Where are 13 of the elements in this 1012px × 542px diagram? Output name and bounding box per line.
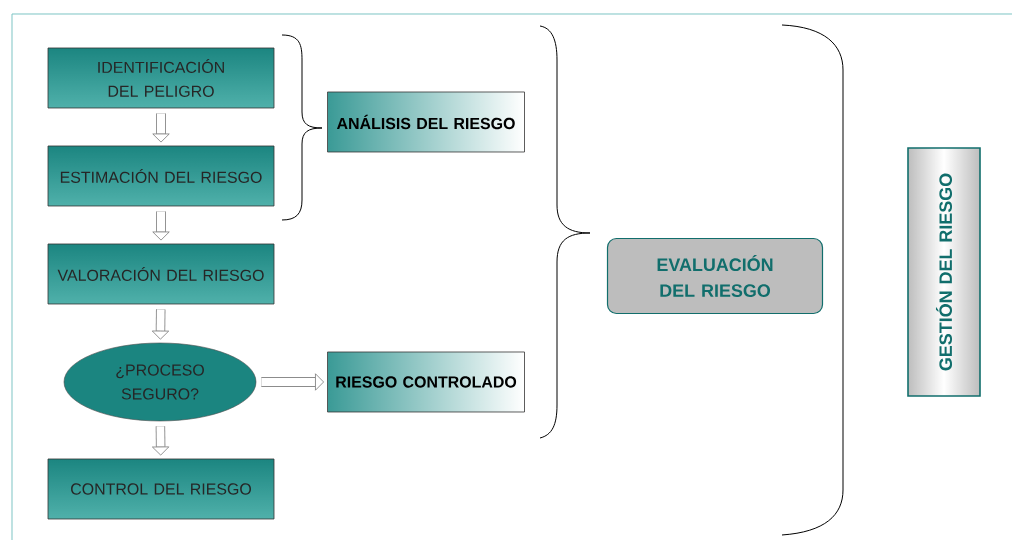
vertical-box: GESTIÓN DEL RIESGO (907, 147, 981, 397)
block-arrow (152, 426, 170, 456)
process-box: IDENTIFICACIÓN DEL PELIGRO (47, 47, 275, 109)
block-arrow (151, 309, 170, 340)
process-box: ESTIMACIÓN DEL RIESGO (47, 145, 275, 207)
block-arrow (261, 373, 324, 391)
process-box: VALORACIÓN DEL RIESGO (47, 243, 275, 305)
evaluation-box: EVALUACIÓN DEL RIESGO (606, 237, 824, 315)
result-box: RIESGO CONTROLADO (327, 351, 525, 413)
process-box: CONTROL DEL RIESGO (47, 458, 275, 520)
block-arrow (152, 113, 170, 143)
result-box: ANÁLISIS DEL RIESGO (327, 91, 525, 153)
block-arrow (152, 211, 170, 241)
